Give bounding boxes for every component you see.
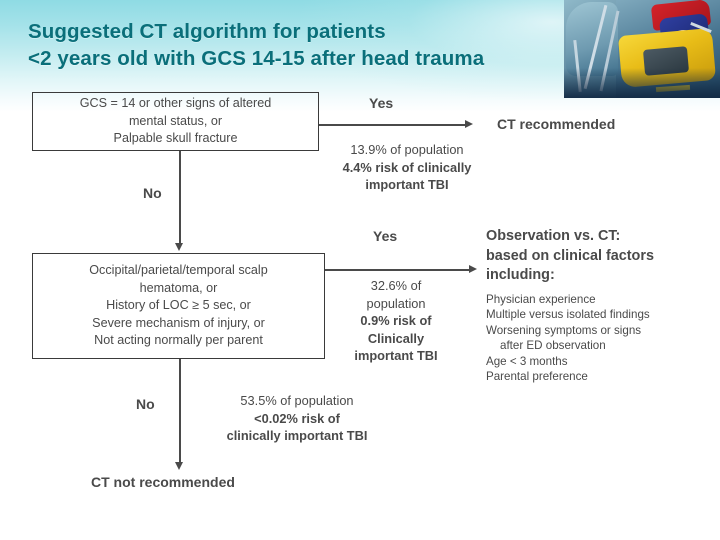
slide-title-line-1: Suggested CT algorithm for patients	[28, 20, 386, 43]
decision-box-gcs-line-3: Palpable skull fracture	[113, 131, 238, 146]
clinical-factor-item: Physician experience	[486, 293, 596, 306]
connector-no-2-line	[179, 359, 181, 464]
connector-no-1-line	[179, 151, 181, 245]
branch-label-no-1: No	[143, 185, 162, 201]
outcome-ct-recommended: CT recommended	[497, 116, 616, 132]
decision-box-criteria-line-2: hematoma, or	[139, 280, 218, 295]
decision-box-criteria-line-5: Not acting normally per parent	[94, 333, 263, 348]
decision-box-criteria-line-1: Occipital/parietal/temporal scalp	[89, 263, 268, 278]
connector-no-1-arrowhead	[175, 243, 183, 251]
stat-1-risk-line-2: important TBI	[365, 177, 449, 192]
panel-heading-line-2: based on clinical factors	[486, 247, 654, 264]
connector-yes-2-line	[325, 269, 471, 271]
panel-heading-observation-vs-ct: Observation vs. CT: based on clinical fa…	[486, 227, 711, 286]
connector-yes-1-arrowhead	[465, 120, 473, 128]
panel-heading-line-3: including:	[486, 267, 555, 283]
stat-2-risk-line-2: Clinically	[367, 330, 425, 346]
clinical-factor-item: Worsening symptoms or signs	[486, 323, 642, 337]
decision-box-gcs: GCS = 14 or other signs of altered menta…	[32, 92, 319, 151]
clinical-factor-item: Parental preference	[486, 370, 588, 384]
stat-1-risk-line-1: 4.4% risk of clinically	[342, 159, 472, 175]
panel-heading-line-1: Observation vs. CT:	[486, 228, 621, 244]
stat-2-risk-line-1: 0.9% risk of	[360, 313, 432, 328]
connector-no-2-arrowhead	[175, 462, 183, 470]
statistics-block-high-risk: 13.9% of population 4.4% risk of clinica…	[324, 141, 490, 194]
branch-label-yes-2: Yes	[373, 228, 398, 244]
branch-label-yes-1: Yes	[369, 95, 394, 111]
trauma-patient-photo	[564, 0, 720, 98]
outcome-ct-not-recommended: CT not recommended	[91, 474, 235, 490]
decision-box-gcs-line-1: GCS = 14 or other signs of altered	[79, 96, 272, 111]
stat-1-population: 13.9% of population	[350, 142, 464, 157]
slide-title-line-2: <2 years old with GCS 14-15 after head t…	[28, 47, 485, 70]
clinical-factor-item-continuation: after ED observation	[500, 339, 606, 353]
panel-clinical-factors-list: Physician experience Multiple versus iso…	[486, 292, 714, 384]
connector-yes-1-line	[319, 124, 467, 126]
stat-3-risk-line-2: clinically important TBI	[226, 428, 368, 443]
slide-title: Suggested CT algorithm for patients <2 y…	[28, 18, 568, 72]
connector-yes-2-arrowhead	[469, 265, 477, 273]
decision-box-gcs-line-2: mental status, or	[128, 113, 223, 128]
decision-box-criteria-line-4: Severe mechanism of injury, or	[92, 315, 265, 330]
stat-3-population: 53.5% of population	[240, 393, 354, 408]
statistics-block-low-risk: 53.5% of population <0.02% risk of clini…	[190, 392, 404, 445]
statistics-block-intermediate-risk: 32.6% of population 0.9% risk of Clinica…	[340, 277, 452, 365]
clinical-factor-item: Multiple versus isolated findings	[486, 308, 650, 322]
decision-box-criteria-line-3: History of LOC ≥ 5 sec, or	[106, 298, 251, 313]
stat-2-population-line-1: 32.6% of	[370, 278, 422, 293]
stat-2-risk-line-3: important TBI	[354, 348, 438, 363]
clinical-factor-item: Age < 3 months	[486, 354, 568, 368]
decision-box-criteria: Occipital/parietal/temporal scalp hemato…	[32, 253, 325, 359]
stat-3-risk-line-1: <0.02% risk of	[254, 410, 340, 426]
stat-2-population-line-2: population	[366, 295, 426, 311]
branch-label-no-2: No	[136, 396, 155, 412]
photo-bottom-shadow	[564, 68, 720, 98]
